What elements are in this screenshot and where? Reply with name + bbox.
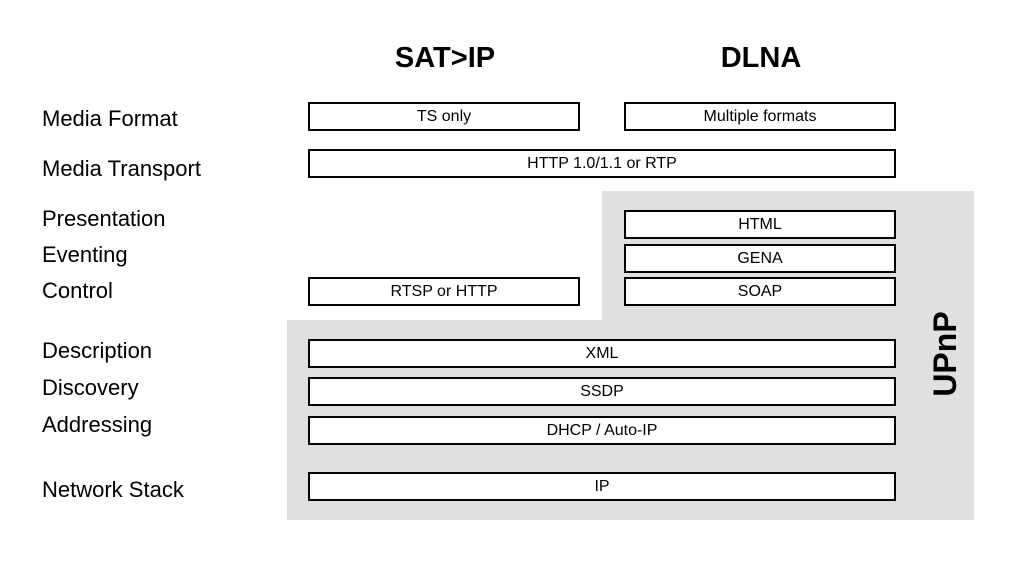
layer-media-format: Media Format	[42, 106, 178, 131]
box-xml: XML	[308, 339, 896, 368]
header-dlna: DLNA	[720, 42, 802, 74]
header-satip: SAT>IP	[394, 42, 496, 74]
layer-addressing: Addressing	[42, 412, 153, 437]
layer-network-stack: Network Stack	[42, 477, 184, 502]
box-rtsp-http: RTSP or HTTP	[308, 277, 580, 306]
box-ts-only: TS only	[308, 102, 580, 131]
layer-media-transport: Media Transport	[42, 156, 201, 181]
box-ssdp: SSDP	[308, 377, 896, 406]
layer-description: Description	[42, 338, 153, 363]
box-multiple-formats: Multiple formats	[624, 102, 896, 131]
box-soap: SOAP	[624, 277, 896, 306]
layer-control: Control	[42, 278, 113, 303]
layer-presentation: Presentation	[42, 206, 166, 231]
layer-eventing: Eventing	[42, 242, 128, 267]
layer-discovery: Discovery	[42, 375, 139, 400]
box-gena: GENA	[624, 244, 896, 273]
upnp-label: UPnP	[927, 311, 963, 397]
box-ip: IP	[308, 472, 896, 501]
box-dhcp-auto-ip: DHCP / Auto-IP	[308, 416, 896, 445]
box-http-rtp: HTTP 1.0/1.1 or RTP	[308, 149, 896, 178]
box-html: HTML	[624, 210, 896, 239]
